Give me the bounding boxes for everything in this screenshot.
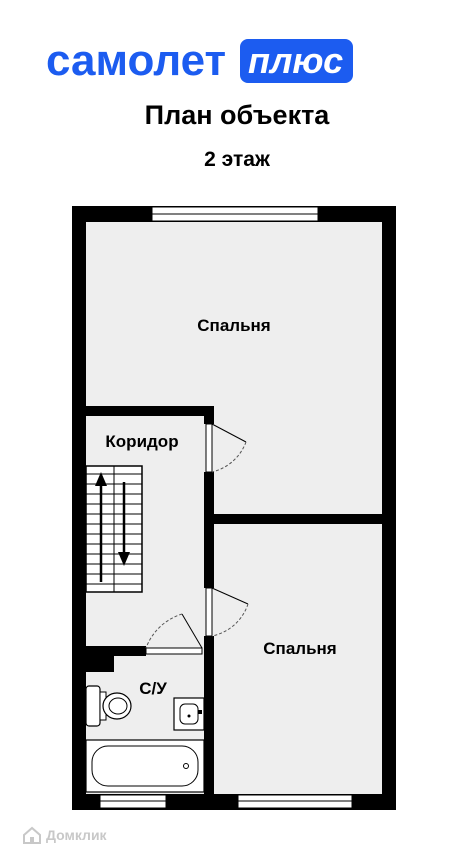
room-label-corridor: Коридор xyxy=(105,432,178,451)
house-icon xyxy=(23,826,41,844)
floor-label: 2 этаж xyxy=(204,148,270,171)
watermark: Домклик xyxy=(22,822,107,848)
page-title: План объекта xyxy=(144,100,330,130)
watermark-text: Домклик xyxy=(46,827,107,843)
room-label-bedroom-top: Спальня xyxy=(197,316,270,335)
brand-badge: плюс xyxy=(240,39,354,83)
brand-name: самолет xyxy=(46,36,227,85)
window-icon xyxy=(99,794,167,809)
interior-walls xyxy=(84,406,384,796)
bathtub-icon xyxy=(85,739,205,793)
sink-icon xyxy=(173,697,205,731)
header: самолет плюс План объекта 2 этаж xyxy=(0,0,474,190)
door-icon xyxy=(205,587,249,637)
room-label-bathroom: С/У xyxy=(139,679,167,698)
stairs-icon xyxy=(85,465,143,593)
toilet-icon xyxy=(85,685,132,727)
door-icon xyxy=(205,423,247,473)
door-icon xyxy=(145,613,203,655)
brand-logo: самолет плюс xyxy=(46,36,354,86)
window-icon xyxy=(151,206,319,222)
room-label-bedroom-bottom: Спальня xyxy=(263,639,336,658)
window-icon xyxy=(237,794,353,809)
